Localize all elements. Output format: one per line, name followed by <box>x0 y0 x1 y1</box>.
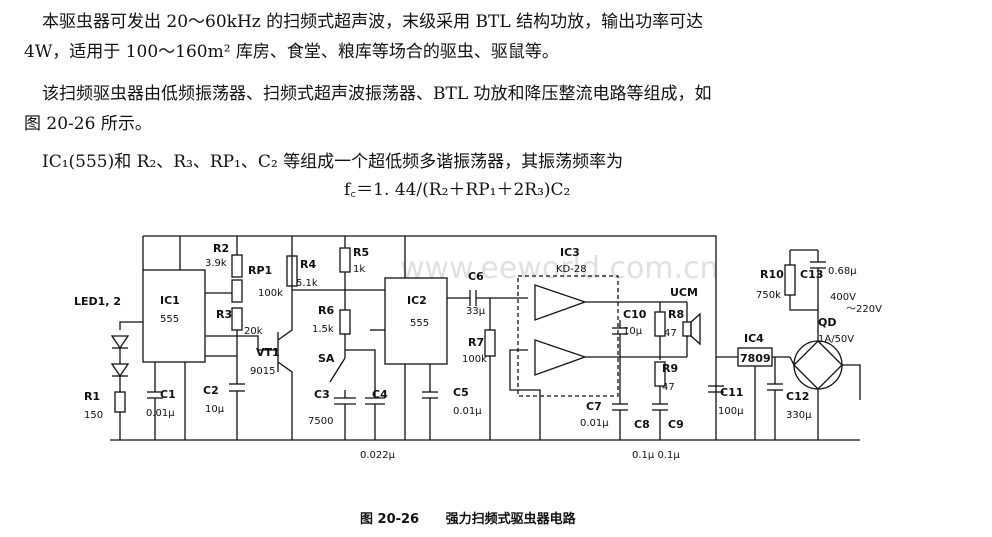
label-c2-value: 10μ <box>205 404 225 415</box>
label-ic3: IC3 <box>560 246 580 259</box>
label-qd: QD <box>818 316 836 329</box>
label-c13-value: 0.68μ <box>828 266 857 277</box>
label-ic2-type: 555 <box>410 318 429 329</box>
label-c4-value: 0.022μ <box>360 450 396 461</box>
label-r5-value: 1k <box>353 264 365 275</box>
label-c3: C3 <box>314 388 330 401</box>
label-qd-value: 1A/50V <box>818 334 854 345</box>
label-220v: ～220V <box>846 304 882 315</box>
label-c11: C11 <box>720 386 743 399</box>
label-c12: C12 <box>786 390 809 403</box>
label-c10-value: 10μ <box>623 326 643 337</box>
label-rp1: RP1 <box>248 264 272 277</box>
label-r8: R8 <box>668 308 684 321</box>
label-r2: R2 <box>213 242 229 255</box>
label-r6: R6 <box>318 304 334 317</box>
label-r4-value: 5.1k <box>296 278 318 289</box>
label-c8-c9-value: 0.1μ 0.1μ <box>632 450 680 461</box>
label-c7: C7 <box>586 400 602 413</box>
label-sa: SA <box>318 352 335 365</box>
label-r9: R9 <box>662 362 678 375</box>
label-r6-value: 1.5k <box>312 324 334 335</box>
label-ic2: IC2 <box>407 294 427 307</box>
label-r10: R10 <box>760 268 784 281</box>
paragraph-2-line-2: 图 20-26 所示。 <box>24 114 152 134</box>
frequency-formula: f꜀＝1. 44/(R₂＋RP₁＋2R₃)C₂ <box>344 180 571 200</box>
label-ucm: UCM <box>670 286 698 299</box>
label-c9: C9 <box>668 418 684 431</box>
label-c6-value: 33μ <box>466 306 486 317</box>
circuit-wiring <box>110 235 861 441</box>
figure-title: 强力扫频式驱虫器电路 <box>445 512 576 527</box>
paragraph-3-line-1: IC₁(555)和 R₂、R₃、RP₁、C₂ 等组成一个超低频多谐振荡器，其振荡… <box>42 152 624 172</box>
label-400v: 400V <box>830 292 856 303</box>
label-r8-value: 47 <box>664 328 677 339</box>
watermark: www.eeworld.com.cn <box>400 251 719 286</box>
label-r9-value: 47 <box>662 382 675 393</box>
label-c10: C10 <box>623 308 647 321</box>
label-c1-value: 0.01μ <box>146 408 175 419</box>
label-r3-value: 20k <box>244 326 263 337</box>
label-c6: C6 <box>468 270 484 283</box>
circuit-labels: LED1, 2 R1 150 IC1 555 C1 0.01μ C2 10μ R… <box>74 242 882 461</box>
label-c4: C4 <box>372 388 388 401</box>
label-r1-value: 150 <box>84 410 103 421</box>
label-c12-value: 330μ <box>786 410 812 421</box>
label-ic4-type: 7809 <box>740 352 771 365</box>
label-r4: R4 <box>300 258 316 271</box>
label-r3: R3 <box>216 308 232 321</box>
label-ic1: IC1 <box>160 294 180 307</box>
label-r2-value: 3.9k <box>205 258 227 269</box>
label-c3-value: 7500 <box>308 416 333 427</box>
label-c1: C1 <box>160 388 176 401</box>
label-ic3-type: KD-28 <box>556 264 587 275</box>
label-ic4: IC4 <box>744 332 764 345</box>
label-c8: C8 <box>634 418 650 431</box>
label-r10-value: 750k <box>756 290 781 301</box>
label-r1: R1 <box>84 390 100 403</box>
label-rp1-value: 100k <box>258 288 283 299</box>
paragraph-1-line-2: 4W，适用于 100～160m² 库房、食堂、粮库等场合的驱虫、驱鼠等。 <box>24 42 559 62</box>
label-r7: R7 <box>468 336 484 349</box>
label-c5: C5 <box>453 386 469 399</box>
figure-number: 图 20-26 <box>360 512 420 527</box>
label-vt1: VT1 <box>256 346 280 359</box>
label-c11-value: 100μ <box>718 406 744 417</box>
label-c13: C13 <box>800 268 823 281</box>
label-vt1-value: 9015 <box>250 366 275 377</box>
label-r7-value: 100k <box>462 354 487 365</box>
figure-caption: 图 20-26 强力扫频式驱虫器电路 <box>360 508 598 527</box>
label-ic1-type: 555 <box>160 314 179 325</box>
paragraph-1-line-1: 本驱虫器可发出 20～60kHz 的扫频式超声波，末级采用 BTL 结构功放，输… <box>42 12 704 32</box>
label-c5-value: 0.01μ <box>453 406 482 417</box>
paragraph-2-line-1: 该扫频驱虫器由低频振荡器、扫频式超声波振荡器、BTL 功放和降压整流电路等组成，… <box>42 84 712 104</box>
label-c2: C2 <box>203 384 219 397</box>
label-c7-value: 0.01μ <box>580 418 609 429</box>
label-led: LED1, 2 <box>74 295 121 308</box>
label-r5: R5 <box>353 246 369 259</box>
